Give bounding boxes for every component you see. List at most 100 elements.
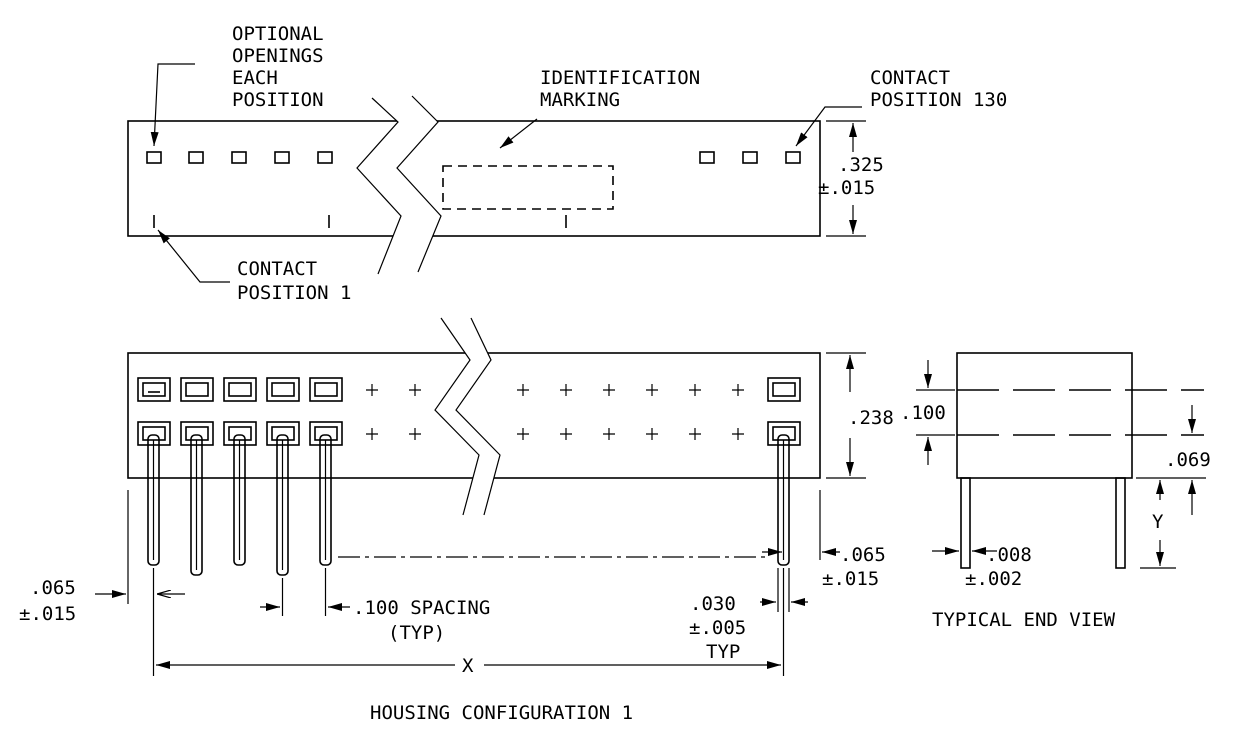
plus-mark [732, 384, 744, 396]
top-break-gap [357, 96, 441, 274]
contact-1-label-2: POSITION 1 [237, 282, 351, 304]
end-pin-value: .008 [986, 544, 1032, 566]
front-break-line-left [434, 317, 480, 516]
cavity-inner [271, 382, 295, 397]
spacing-typ: (TYP) [388, 622, 445, 644]
position-marks [366, 384, 744, 440]
pin-width-typ: TYP [706, 641, 740, 663]
contact-1-leader [157, 229, 230, 283]
cavity-inner [314, 426, 338, 441]
plus-mark [560, 428, 572, 440]
plus-mark [560, 384, 572, 396]
cavity-inner [772, 426, 796, 441]
cavity [180, 377, 214, 402]
top-opening [317, 151, 333, 164]
optional-openings-label-4: POSITION [232, 89, 324, 111]
pin-width-value: .030 [690, 593, 736, 615]
right-offset-tolerance: ±.015 [822, 568, 879, 590]
plus-mark [409, 428, 421, 440]
plus-mark [517, 384, 529, 396]
front-view: .238 .065 ±.015 .100 SPACING (TYP) .030 … [19, 317, 894, 724]
identification-marking-area [442, 165, 614, 210]
pin [233, 434, 246, 566]
pin [147, 434, 160, 566]
cavity-inner [228, 426, 252, 441]
top-break-line-right [396, 95, 442, 273]
cavity-inner [142, 426, 166, 441]
end-pin-left [960, 477, 971, 569]
cavity-inner [185, 426, 209, 441]
top-opening [188, 151, 204, 164]
cavity [137, 377, 171, 402]
optional-openings-leader [150, 63, 195, 147]
end-offset-value: .069 [1165, 449, 1211, 471]
plus-mark [366, 428, 378, 440]
pin [319, 434, 332, 566]
pin [190, 434, 203, 576]
top-opening [742, 151, 758, 164]
plus-mark [603, 384, 615, 396]
plus-mark [689, 428, 701, 440]
top-height-value: .325 [838, 154, 884, 176]
plus-mark [517, 428, 529, 440]
typical-end-view-caption: TYPICAL END VIEW [932, 609, 1116, 631]
overall-dimension-label: X [462, 655, 474, 677]
plus-mark [689, 384, 701, 396]
pin [276, 434, 289, 576]
cavity-inner [142, 382, 166, 397]
plus-mark [366, 384, 378, 396]
end-pitch-value: .100 [900, 402, 946, 424]
cavity [223, 377, 257, 402]
top-opening [146, 151, 162, 164]
end-pin-tolerance: ±.002 [965, 568, 1022, 590]
top-break-line-left [356, 97, 402, 275]
top-opening [231, 151, 247, 164]
top-height-tolerance: ±.015 [818, 177, 875, 199]
cavity-inner [314, 382, 338, 397]
optional-openings-label-1: OPTIONAL [232, 23, 324, 45]
top-opening [785, 151, 801, 164]
identification-leader [499, 118, 538, 149]
contact-130-leader [795, 106, 862, 147]
top-housing-body [127, 120, 821, 237]
contact-pins [147, 434, 790, 576]
identification-label-1: IDENTIFICATION [540, 67, 700, 89]
cavity [309, 377, 343, 402]
cavity-inner [271, 426, 295, 441]
pin-width-tolerance: ±.005 [689, 617, 746, 639]
plus-mark [409, 384, 421, 396]
cavity-inner [228, 382, 252, 397]
left-offset-value: .065 [30, 577, 76, 599]
plus-mark [603, 428, 615, 440]
contact-1-label-1: CONTACT [237, 258, 317, 280]
top-opening [274, 151, 290, 164]
plus-mark [646, 384, 658, 396]
end-pin-right [1115, 477, 1126, 569]
upper-cavities [137, 377, 801, 402]
end-view-body [956, 352, 1133, 479]
spacing-value: .100 SPACING [353, 597, 490, 619]
cavity-inner [772, 382, 796, 397]
left-offset-tolerance: ±.015 [19, 603, 76, 625]
identification-label-2: MARKING [540, 89, 620, 111]
right-offset-value: .065 [840, 544, 886, 566]
cavity [767, 377, 801, 402]
top-openings [146, 151, 801, 164]
contact-130-label-1: CONTACT [870, 67, 950, 89]
optional-openings-label-2: OPENINGS [232, 45, 324, 67]
front-break-line-right [455, 317, 501, 516]
top-opening [699, 151, 715, 164]
plus-mark [732, 428, 744, 440]
cavity [266, 377, 300, 402]
front-break-gap [435, 318, 500, 515]
end-tail-label: Y [1152, 511, 1164, 533]
cavity-inner [185, 382, 209, 397]
optional-openings-label-3: EACH [232, 67, 278, 89]
top-view: OPTIONAL OPENINGS EACH POSITION IDENTIFI… [127, 23, 1007, 304]
end-view: .100 .069 Y .008 ±.002 TYPICAL END VIEW [900, 352, 1211, 631]
contact-130-label-2: POSITION 130 [870, 89, 1007, 111]
pin [777, 434, 790, 566]
housing-configuration-caption: HOUSING CONFIGURATION 1 [370, 702, 633, 724]
plus-mark [646, 428, 658, 440]
